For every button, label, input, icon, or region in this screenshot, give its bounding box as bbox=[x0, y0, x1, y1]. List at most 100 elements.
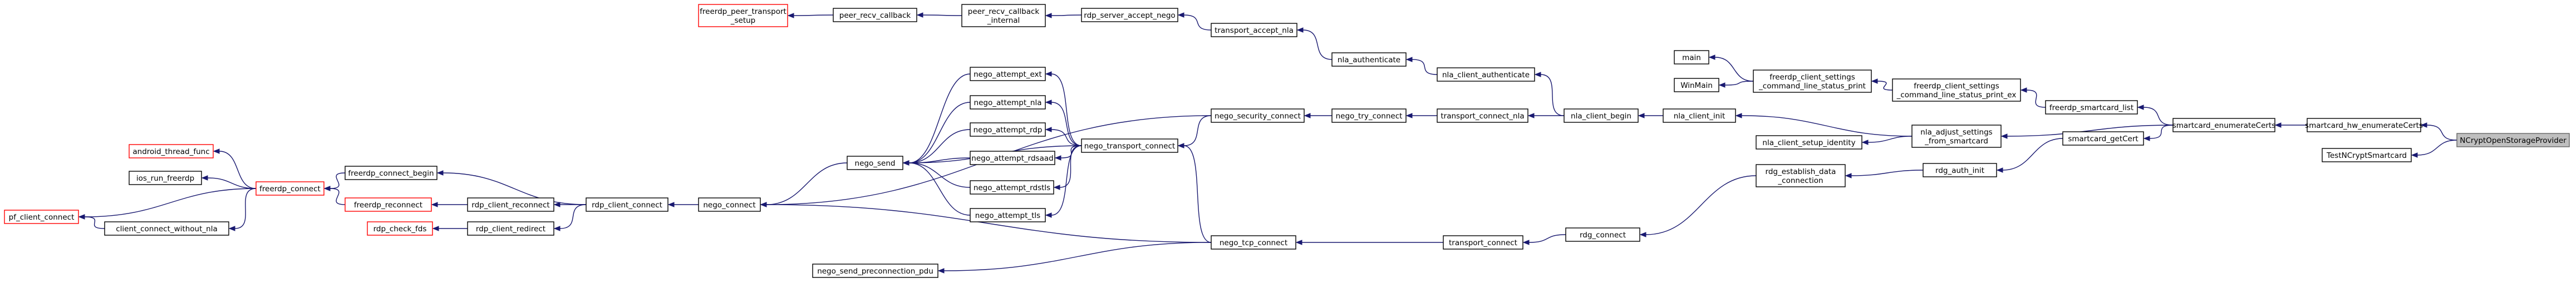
edge-rdp_client_reconnect-to-rdp_client_connect bbox=[553, 202, 586, 207]
node-nego_send[interactable]: nego_send bbox=[847, 156, 903, 170]
arrowhead-icon bbox=[436, 170, 444, 176]
arrowhead-icon bbox=[1296, 27, 1304, 33]
arrowhead-icon bbox=[1996, 167, 2003, 173]
edge-line bbox=[908, 162, 971, 188]
node-label: _command_line_status_print_ex bbox=[1896, 91, 2017, 100]
edge-TestNCryptSmartcard-to-NCryptOpenStorageProvider bbox=[2411, 140, 2457, 158]
node-rdp_client_reconnect[interactable]: rdp_client_reconnect bbox=[467, 197, 554, 212]
node-freerdp_smartcard_list[interactable]: freerdp_smartcard_list bbox=[2045, 100, 2138, 115]
node-box bbox=[1211, 23, 1297, 37]
arrowhead-icon bbox=[1871, 78, 1878, 84]
node-box bbox=[847, 156, 903, 170]
node-nego_connect[interactable]: nego_connect bbox=[698, 197, 761, 212]
node-label: nego_tcp_connect bbox=[1220, 239, 1287, 247]
node-label: nego_attempt_tls bbox=[975, 211, 1040, 220]
node-rdg_establish_data_connection[interactable]: rdg_establish_data_connection bbox=[1756, 164, 1846, 187]
node-label: nego_send bbox=[855, 159, 896, 168]
node-rdp_server_accept_nego[interactable]: rdp_server_accept_nego bbox=[1081, 8, 1178, 22]
node-nego_send_preconnection_pdu[interactable]: nego_send_preconnection_pdu bbox=[812, 264, 938, 278]
node-transport_accept_nla[interactable]: transport_accept_nla bbox=[1211, 23, 1297, 37]
node-client_connect_without_nla[interactable]: client_connect_without_nla bbox=[104, 221, 229, 236]
node-nego_security_connect[interactable]: nego_security_connect bbox=[1211, 108, 1305, 123]
edge-line bbox=[2026, 90, 2046, 108]
node-box bbox=[467, 221, 554, 236]
edge-line bbox=[1183, 115, 1212, 146]
node-rdp_check_fds[interactable]: rdp_check_fds bbox=[367, 221, 433, 236]
node-label: pf_client_connect bbox=[9, 213, 75, 222]
node-label: freerdp_connect bbox=[259, 185, 321, 193]
node-peer_recv_callback_internal[interactable]: peer_recv_callback_internal bbox=[961, 4, 1046, 27]
node-rdp_client_connect[interactable]: rdp_client_connect bbox=[586, 197, 668, 212]
edge-freerdp_peer_transport_setup-to-peer_recv_callback bbox=[787, 13, 834, 18]
node-label: rdp_check_fds bbox=[373, 225, 427, 234]
node-pf_client_connect[interactable]: pf_client_connect bbox=[4, 210, 79, 224]
node-nla_adjust_settings_from_smartcard[interactable]: nla_adjust_settings_from_smartcard bbox=[1911, 125, 2002, 148]
node-rdg_connect[interactable]: rdg_connect bbox=[1565, 227, 1640, 242]
node-freerdp_connect[interactable]: freerdp_connect bbox=[255, 181, 325, 196]
node-nego_attempt_tls[interactable]: nego_attempt_tls bbox=[970, 208, 1046, 222]
node-smartcard_getCert[interactable]: smartcard_getCert bbox=[2062, 131, 2144, 146]
node-label: nla_client_authenticate bbox=[1442, 71, 1530, 80]
edge-nego_transport_connect-to-nego_security_connect bbox=[1177, 115, 1212, 148]
arrowhead-icon bbox=[916, 12, 923, 18]
edge-nego_security_connect-to-nego_try_connect bbox=[1304, 113, 1332, 118]
arrowhead-icon bbox=[1861, 140, 1869, 145]
arrowhead-icon bbox=[1045, 100, 1052, 105]
edge-nego_attempt_rdsaad-to-nego_transport_connect bbox=[1054, 145, 1082, 161]
node-freerdp_client_settings_command_line_status_print[interactable]: freerdp_client_settings_command_line_sta… bbox=[1753, 69, 1872, 93]
node-TestNCryptSmartcard[interactable]: TestNCryptSmartcard bbox=[2322, 148, 2412, 162]
edge-line bbox=[2426, 125, 2457, 141]
edge-rdp_server_accept_nego-to-transport_accept_nla bbox=[1177, 12, 1212, 31]
node-smartcard_enumerateCerts[interactable]: smartcard_enumerateCerts bbox=[2172, 118, 2276, 132]
arrowhead-icon bbox=[1405, 113, 1413, 118]
node-nego_tcp_connect[interactable]: nego_tcp_connect bbox=[1211, 235, 1296, 250]
node-nla_client_authenticate[interactable]: nla_client_authenticate bbox=[1437, 67, 1535, 82]
edge-freerdp_connect_begin-to-rdp_client_connect bbox=[436, 170, 587, 205]
node-WinMain[interactable]: WinMain bbox=[1674, 78, 1719, 92]
node-rdp_client_redirect[interactable]: rdp_client_redirect bbox=[467, 221, 554, 236]
edge-nego_attempt_ext-to-nego_transport_connect bbox=[1045, 71, 1082, 146]
node-ios_run_freerdp[interactable]: ios_run_freerdp bbox=[129, 171, 202, 185]
edge-smartcard_enumerateCerts-to-smartcard_hw_enumerateCerts bbox=[2274, 122, 2307, 128]
node-nego_attempt_nla[interactable]: nego_attempt_nla bbox=[970, 95, 1046, 110]
edge-nego_attempt_nla-to-nego_transport_connect bbox=[1045, 100, 1082, 146]
node-box bbox=[2172, 118, 2275, 132]
node-freerdp_reconnect[interactable]: freerdp_reconnect bbox=[345, 197, 432, 212]
node-nla_client_init[interactable]: nla_client_init bbox=[1663, 108, 1736, 123]
node-nego_try_connect[interactable]: nego_try_connect bbox=[1331, 108, 1407, 123]
node-transport_connect[interactable]: transport_connect bbox=[1443, 235, 1523, 250]
arrowhead-icon bbox=[1845, 173, 1852, 178]
arrowhead-icon bbox=[937, 268, 945, 274]
node-freerdp_connect_begin[interactable]: freerdp_connect_begin bbox=[345, 166, 437, 180]
node-nla_authenticate[interactable]: nla_authenticate bbox=[1331, 52, 1407, 67]
edge-nego_send_preconnection_pdu-to-nego_tcp_connect bbox=[937, 242, 1212, 274]
node-nego_attempt_ext[interactable]: nego_attempt_ext bbox=[970, 67, 1046, 81]
node-nla_client_begin[interactable]: nla_client_begin bbox=[1564, 108, 1639, 123]
edge-line bbox=[793, 14, 834, 16]
node-android_thread_func[interactable]: android_thread_func bbox=[129, 144, 214, 158]
node-label: nego_attempt_rdstls bbox=[974, 183, 1050, 192]
node-nego_attempt_rdstls[interactable]: nego_attempt_rdstls bbox=[970, 180, 1054, 195]
node-box bbox=[970, 208, 1046, 222]
node-nego_transport_connect[interactable]: nego_transport_connect bbox=[1081, 138, 1178, 153]
node-nego_attempt_rdsaad[interactable]: nego_attempt_rdsaad bbox=[970, 151, 1055, 165]
edge-nego_attempt_rdp-to-nego_transport_connect bbox=[1045, 127, 1082, 146]
node-box bbox=[2307, 118, 2421, 132]
node-label: freerdp_connect_begin bbox=[348, 169, 434, 178]
node-peer_recv_callback[interactable]: peer_recv_callback bbox=[833, 8, 917, 22]
node-rdg_auth_init[interactable]: rdg_auth_init bbox=[1923, 163, 1997, 177]
node-nego_attempt_rdp[interactable]: nego_attempt_rdp bbox=[970, 122, 1046, 137]
arrowhead-icon bbox=[228, 226, 235, 231]
node-main[interactable]: main bbox=[1674, 50, 1709, 64]
node-label: nego_attempt_rdsaad bbox=[971, 154, 1053, 163]
edge-line bbox=[1645, 175, 1757, 235]
node-smartcard_hw_enumerateCerts[interactable]: smartcard_hw_enumerateCerts bbox=[2305, 118, 2423, 132]
node-freerdp_client_settings_command_line_status_print_ex[interactable]: freerdp_client_settings_command_line_sta… bbox=[1892, 78, 2021, 102]
node-transport_connect_nla[interactable]: transport_connect_nla bbox=[1437, 108, 1528, 123]
node-nla_client_setup_identity[interactable]: nla_client_setup_identity bbox=[1756, 135, 1862, 150]
node-freerdp_peer_transport_setup[interactable]: freerdp_peer_transport_setup bbox=[698, 4, 788, 27]
node-box bbox=[129, 144, 214, 158]
node-label: nla_client_begin bbox=[1571, 112, 1631, 121]
node-box bbox=[2322, 148, 2412, 162]
